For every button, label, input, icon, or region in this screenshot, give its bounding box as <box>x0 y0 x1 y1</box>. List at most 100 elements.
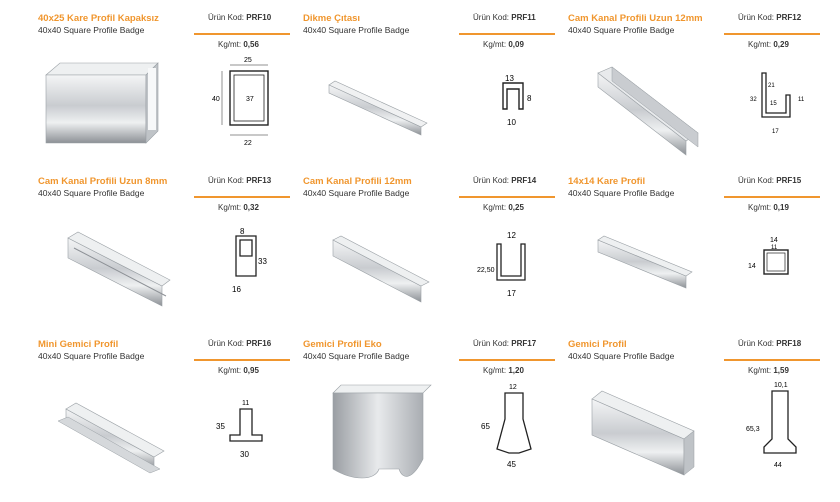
dim-label: 15 <box>770 101 777 107</box>
product-code: Ürün Kod: PRF18 <box>738 339 802 348</box>
product-title: 40x25 Kare Profil Kapaksız <box>38 13 159 24</box>
aluminium-profile-photo <box>332 384 432 479</box>
product-subtitle: 40x40 Square Profile Badge <box>303 188 410 198</box>
orange-divider <box>194 359 290 361</box>
product-card: Gemici Profil Eko 40x40 Square Profile B… <box>303 339 568 502</box>
product-title: Cam Kanal Profili Uzun 8mm <box>38 176 168 187</box>
product-card: Gemici Profil 40x40 Square Profile Badge… <box>568 339 833 502</box>
technical-cross-section-drawing: 11 35 30 <box>216 400 263 459</box>
product-card: Cam Kanal Profili Uzun 12mm 40x40 Square… <box>568 13 833 176</box>
product-title: Gemici Profil Eko <box>303 339 382 350</box>
aluminium-profile-photo <box>328 80 428 136</box>
weight-per-meter: Kg/mt: 0,09 <box>483 40 524 49</box>
technical-cross-section-drawing: 21 32 15 11 17 <box>750 72 805 135</box>
aluminium-profile-photo <box>591 390 695 476</box>
technical-cross-section-drawing: 13 8 10 <box>502 74 532 127</box>
dim-label: 21 <box>768 83 775 89</box>
weight-per-meter: Kg/mt: 0,19 <box>748 203 789 212</box>
product-subtitle: 40x40 Square Profile Badge <box>303 351 410 361</box>
dim-label: 8 <box>527 94 532 103</box>
dim-label: 14 <box>770 237 778 244</box>
dim-label: 45 <box>507 460 516 469</box>
weight-per-meter: Kg/mt: 0,29 <box>748 40 789 49</box>
dim-label: 65,3 <box>746 426 760 433</box>
dim-label: 44 <box>774 462 782 469</box>
product-card: Cam Kanal Profili Uzun 8mm 40x40 Square … <box>38 176 303 339</box>
dim-label: 11 <box>798 97 805 103</box>
weight-per-meter: Kg/mt: 0,95 <box>218 366 259 375</box>
dim-label: 13 <box>505 74 514 83</box>
product-subtitle: 40x40 Square Profile Badge <box>568 351 675 361</box>
aluminium-profile-photo <box>45 62 159 144</box>
dim-label: 12 <box>509 384 517 391</box>
dim-label: 35 <box>216 422 225 431</box>
orange-divider <box>459 33 555 35</box>
dim-label: 33 <box>258 257 267 266</box>
dim-label: 12 <box>507 231 516 240</box>
product-title: Cam Kanal Profili Uzun 12mm <box>568 13 703 24</box>
dim-label: 65 <box>481 422 490 431</box>
weight-per-meter: Kg/mt: 0,56 <box>218 40 259 49</box>
weight-per-meter: Kg/mt: 0,32 <box>218 203 259 212</box>
aluminium-profile-photo <box>597 235 693 289</box>
technical-cross-section-drawing: 8 33 16 <box>232 227 267 294</box>
dim-label: 17 <box>507 289 516 298</box>
weight-per-meter: Kg/mt: 1,59 <box>748 366 789 375</box>
product-code: Ürün Kod: PRF17 <box>473 339 537 348</box>
dim-label: 14 <box>748 263 756 270</box>
weight-per-meter: Kg/mt: 1,20 <box>483 366 524 375</box>
product-code: Ürün Kod: PRF14 <box>473 176 537 185</box>
product-card: 40x25 Kare Profil Kapaksız 40x40 Square … <box>38 13 303 176</box>
dim-label: 10,1 <box>774 382 788 389</box>
orange-divider <box>194 196 290 198</box>
technical-cross-section-drawing: 12 65 45 <box>481 384 532 469</box>
dim-label: 16 <box>232 285 241 294</box>
product-subtitle: 40x40 Square Profile Badge <box>38 25 145 35</box>
dim-label: 8 <box>240 227 245 236</box>
dim-label: 40 <box>212 96 220 103</box>
product-card: 14x14 Kare Profil 40x40 Square Profile B… <box>568 176 833 339</box>
technical-cross-section-drawing: 14 11 14 <box>748 237 789 275</box>
orange-divider <box>724 359 820 361</box>
orange-divider <box>724 196 820 198</box>
technical-cross-section-drawing: 12 22,50 17 <box>477 231 526 298</box>
orange-divider <box>724 33 820 35</box>
product-subtitle: 40x40 Square Profile Badge <box>568 188 675 198</box>
dim-label: 11 <box>771 245 778 251</box>
dim-label: 37 <box>246 96 254 103</box>
dim-label: 25 <box>244 57 252 64</box>
product-code: Ürün Kod: PRF11 <box>473 13 536 22</box>
weight-per-meter: Kg/mt: 0,25 <box>483 203 524 212</box>
product-title: Gemici Profil <box>568 339 627 350</box>
aluminium-profile-photo <box>57 402 165 474</box>
dim-label: 22,50 <box>477 267 495 274</box>
product-code: Ürün Kod: PRF15 <box>738 176 802 185</box>
dim-label: 11 <box>242 400 249 407</box>
dim-label: 32 <box>750 97 757 103</box>
orange-divider <box>459 196 555 198</box>
orange-divider <box>194 33 290 35</box>
dim-label: 17 <box>772 129 779 135</box>
product-title: Mini Gemici Profil <box>38 339 119 350</box>
product-code: Ürün Kod: PRF10 <box>208 13 272 22</box>
product-title: 14x14 Kare Profil <box>568 176 646 187</box>
product-subtitle: 40x40 Square Profile Badge <box>38 188 145 198</box>
dim-label: 30 <box>240 450 249 459</box>
product-subtitle: 40x40 Square Profile Badge <box>38 351 145 361</box>
product-code: Ürün Kod: PRF13 <box>208 176 272 185</box>
product-subtitle: 40x40 Square Profile Badge <box>303 25 410 35</box>
product-title: Dikme Çıtası <box>303 13 361 24</box>
aluminium-profile-photo <box>597 66 699 156</box>
product-subtitle: 40x40 Square Profile Badge <box>568 25 675 35</box>
aluminium-profile-photo <box>332 235 430 303</box>
product-card: Mini Gemici Profil 40x40 Square Profile … <box>38 339 303 502</box>
aluminium-profile-photo <box>67 231 171 307</box>
dim-label: 22 <box>244 140 252 147</box>
orange-divider <box>459 359 555 361</box>
product-card: Cam Kanal Profili 12mm 40x40 Square Prof… <box>303 176 568 339</box>
product-code: Ürün Kod: PRF16 <box>208 339 272 348</box>
product-title: Cam Kanal Profili 12mm <box>303 176 412 187</box>
product-code: Ürün Kod: PRF12 <box>738 13 802 22</box>
product-card: Dikme Çıtası 40x40 Square Profile Badge … <box>303 13 568 176</box>
technical-cross-section-drawing: 25 40 37 22 <box>212 57 269 147</box>
